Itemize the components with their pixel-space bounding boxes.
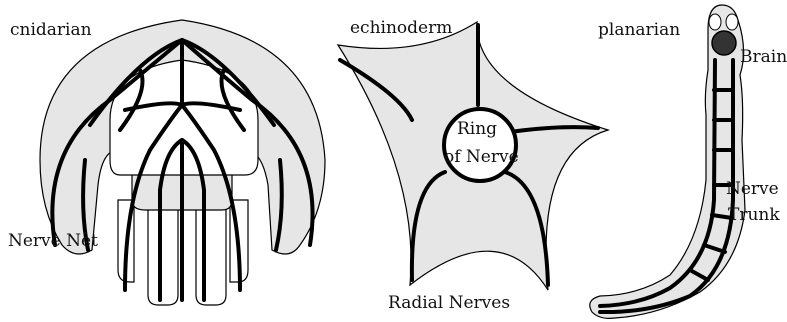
label-ring: Ring [457,119,497,139]
label-nerve: Nerve [726,179,779,199]
label-of-nerve: of Nerve [444,147,519,167]
label-echinoderm: echinoderm [350,18,452,38]
label-cnidarian: cnidarian [10,20,92,40]
label-trunk: Trunk [728,205,780,225]
label-brain: Brain [740,47,787,67]
label-nerve-net: Nerve Net [8,231,98,251]
planarian-panel [590,5,745,318]
planarian-brain [712,31,736,55]
label-radial-nerves: Radial Nerves [388,293,510,313]
cnidarian-panel [40,20,325,305]
label-planarian: planarian [598,20,680,40]
planarian-nerve-trunks [600,60,733,312]
